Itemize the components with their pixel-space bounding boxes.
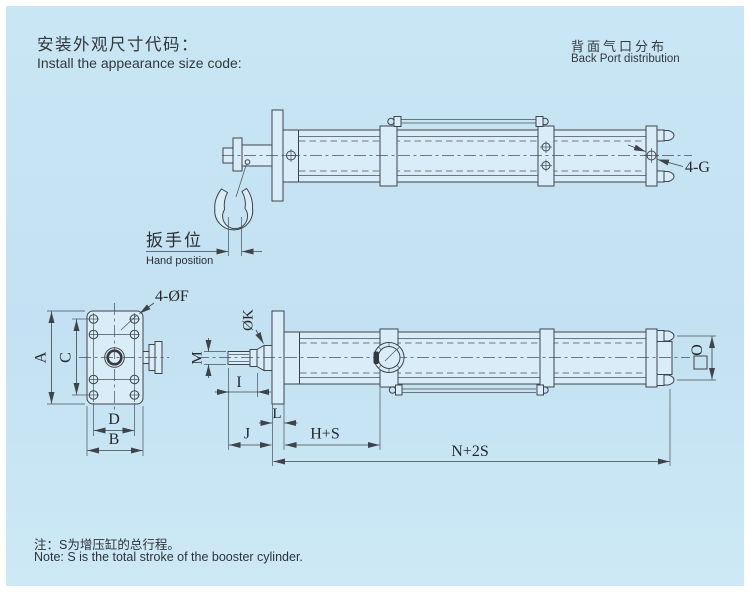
tie-rod-hole (129, 374, 140, 385)
dim-label-back-ports: 4-G (685, 159, 710, 176)
rod-collar (263, 345, 273, 371)
dim-label-B: B (109, 431, 120, 448)
port-nozzle-bottom (663, 374, 675, 386)
dim-label-HS: H+S (310, 426, 339, 443)
mid-band-2-side (539, 328, 555, 388)
back-port-label-zh: 背面气口分布 (571, 39, 668, 54)
dim-label-C: C (58, 352, 75, 363)
page-background-panel (6, 6, 744, 586)
mid-band-2 (537, 125, 555, 187)
back-view-drawing: 4-G (222, 109, 710, 202)
page-title-en: Install the appearance size code: (37, 55, 242, 71)
back-port-label-en: Back Port distribution (571, 53, 680, 65)
note-en: Note: S is the total stroke of the boost… (34, 550, 303, 564)
port-nozzle-bottom (663, 171, 675, 182)
lock-nut (232, 137, 243, 172)
pipe-fitting-left (387, 117, 395, 126)
piston-rod (227, 351, 251, 365)
mount-hole (129, 314, 140, 324)
dim-label-I: I (236, 374, 241, 391)
mount-hole (88, 314, 99, 324)
tie-rod-hole (129, 329, 140, 340)
dim-label-N2S: N+2S (451, 443, 488, 460)
mount-hole (88, 390, 99, 400)
dim-label-K: ØK (241, 309, 257, 331)
cylinder-tube-side (283, 331, 648, 385)
port-nozzle-top (663, 330, 675, 342)
hand-position-label-zh: 扳手位 (146, 231, 203, 250)
cylinder-tube (282, 129, 648, 183)
tie-rod-hole (88, 374, 99, 385)
tie-rod-hole (88, 329, 99, 340)
page-title-zh: 安装外观尺寸代码： (37, 36, 199, 54)
hand-position-label-en: Hand position (146, 255, 213, 267)
mount-hole (129, 390, 140, 400)
dim-label-D: D (108, 411, 120, 428)
dim-label-front-holes: 4-ØF (155, 288, 189, 305)
back-port-square (693, 355, 708, 370)
end-cap-side (645, 328, 658, 388)
dim-label-L: L (272, 406, 281, 422)
side-view-drawing: M ØK I L J H+S N+ (190, 309, 716, 466)
dial-slot (373, 351, 379, 364)
pipe-fitting-left (388, 386, 397, 394)
note-zh: 注：S为增压缸的总行程。 (34, 538, 180, 552)
dim-label-A: A (33, 351, 50, 363)
front-view-drawing: A C D B 4-ØF (33, 288, 189, 456)
dim-label-O: O (689, 344, 706, 356)
dim-label-M: M (190, 351, 206, 364)
wrench-callout: 扳手位 Hand position (146, 163, 262, 267)
port-nozzle-top (663, 130, 675, 141)
wrench-icon (214, 187, 254, 231)
mid-band-1 (379, 125, 398, 187)
dim-label-J: J (244, 426, 250, 443)
